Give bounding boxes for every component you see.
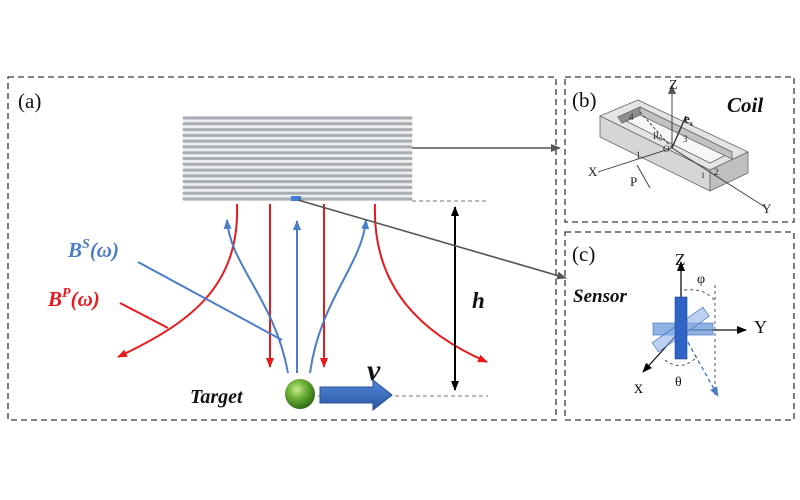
panel-c-label: (c) — [572, 242, 595, 266]
coil-axis-x: X — [588, 164, 598, 179]
panel-b-label: (b) — [572, 88, 597, 112]
coil-segment-2: 2 — [714, 167, 719, 177]
coil-radius: R0 — [653, 131, 662, 143]
coil-axis-z: Z — [669, 78, 678, 93]
coil-axis-y: Y — [762, 201, 772, 216]
target-label: Target — [190, 386, 244, 408]
sensor-plates — [651, 296, 714, 360]
coil-segment-3: 3 — [683, 134, 688, 144]
panel-a-label: (a) — [18, 89, 41, 113]
connector-to-sensor — [297, 199, 567, 280]
primary-field-lines — [117, 203, 488, 368]
coil-axes — [597, 84, 766, 208]
coil-stack — [182, 116, 413, 201]
panel-c-title: Sensor — [573, 286, 627, 307]
coil-point-p: P — [630, 174, 637, 189]
sensor-rotated-axis — [680, 329, 719, 397]
panel-a-frame — [7, 76, 557, 421]
sensor-angle-theta-arc — [664, 357, 697, 366]
panel-b: (b) Coil Z X Y P O R — [564, 76, 795, 223]
coil-3d-box — [599, 99, 749, 192]
panel-a: (a) BS(ω) BP(ω) — [7, 76, 567, 421]
secondary-field-leader — [137, 261, 283, 341]
target-sphere — [285, 379, 315, 409]
panel-c-frame — [564, 231, 795, 421]
panel-b-frame — [564, 76, 795, 223]
coil-segment-1: 1 — [636, 150, 641, 160]
primary-field-label: BP(ω) — [47, 286, 100, 311]
sensor-axis-x: x — [634, 377, 643, 397]
coil-origin: O — [663, 144, 670, 154]
panel-c: (c) Sensor Z Y x φ θ — [564, 231, 795, 421]
coil-unit-vector: es — [684, 111, 693, 128]
sensor-axis-y: Y — [754, 317, 767, 337]
sensor-axis-z: Z — [675, 250, 685, 269]
height-label: h — [472, 288, 485, 313]
panel-b-title: Coil — [727, 93, 763, 117]
primary-field-leader — [119, 302, 169, 329]
secondary-field-lines — [223, 219, 370, 374]
velocity-arrow — [319, 378, 393, 412]
sensor-angle-phi-arc — [683, 289, 715, 301]
secondary-field-label: BS(ω) — [67, 237, 119, 262]
sensor-marker — [291, 196, 301, 201]
coil-segment-1b: 1 — [701, 171, 705, 180]
sensor-angle-theta: θ — [675, 375, 682, 390]
velocity-label: v — [367, 354, 381, 387]
coil-segment-4: 4 — [629, 112, 634, 122]
sensor-angle-phi: φ — [697, 272, 705, 287]
